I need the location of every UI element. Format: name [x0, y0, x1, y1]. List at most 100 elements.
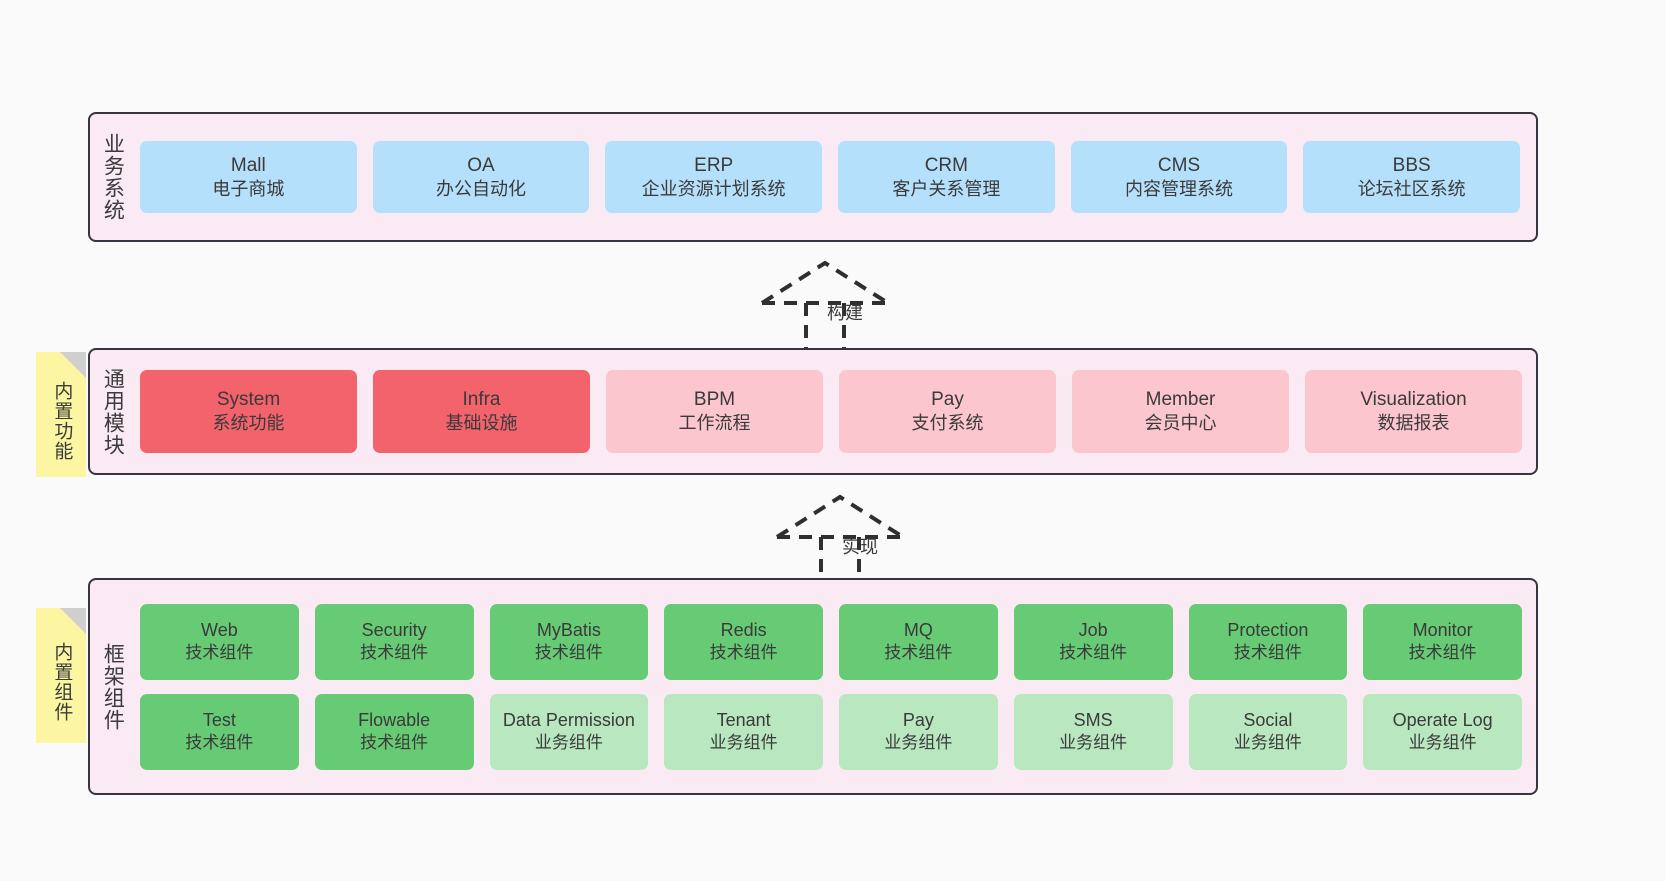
card-subtitle: 技术组件 — [534, 643, 603, 663]
card-tenant[interactable]: Tenant 业务组件 — [664, 693, 823, 770]
card-subtitle: 系统功能 — [212, 413, 285, 434]
card-subtitle: 技术组件 — [1408, 643, 1477, 663]
card-mq[interactable]: MQ 技术组件 — [839, 603, 998, 680]
card-pay-module[interactable]: Pay 支付系统 — [839, 370, 1056, 453]
card-title: Data Permission — [502, 710, 635, 731]
card-title: CMS — [1157, 154, 1201, 176]
card-member[interactable]: Member 会员中心 — [1072, 370, 1289, 453]
card-subtitle: 业务组件 — [1059, 733, 1128, 753]
layer-common-module: 通用模块 System 系统功能 Infra 基础设施 BPM 工作流程 Pay… — [88, 348, 1538, 475]
card-subtitle: 业务组件 — [534, 733, 603, 753]
card-subtitle: 技术组件 — [1059, 643, 1128, 663]
sticky-note-builtin-function: 内置功能 — [36, 352, 86, 477]
layer-title-framework: 框架组件 — [101, 642, 125, 731]
card-row: Web 技术组件 Security 技术组件 MyBatis 技术组件 Redi… — [140, 603, 1522, 680]
card-title: Infra — [462, 389, 501, 411]
card-subtitle: 业务组件 — [1408, 733, 1477, 753]
card-web[interactable]: Web 技术组件 — [140, 603, 299, 680]
card-title: Flowable — [358, 710, 431, 731]
card-title: SMS — [1073, 710, 1113, 731]
card-title: Redis — [720, 620, 767, 641]
card-title: Visualization — [1360, 389, 1467, 411]
card-protection[interactable]: Protection 技术组件 — [1188, 603, 1348, 680]
card-subtitle: 业务组件 — [884, 733, 953, 753]
card-title: Monitor — [1412, 620, 1473, 641]
card-sms[interactable]: SMS 业务组件 — [1013, 693, 1173, 770]
arrow-label-implement: 实现 — [842, 537, 878, 557]
card-security[interactable]: Security 技术组件 — [314, 603, 474, 680]
card-title: Social — [1243, 710, 1293, 731]
card-subtitle: 技术组件 — [185, 643, 254, 663]
layer-title-common: 通用模块 — [101, 367, 125, 456]
card-subtitle: 企业资源计划系统 — [641, 178, 786, 199]
card-title: Mall — [230, 154, 266, 176]
card-title: BBS — [1392, 154, 1431, 176]
card-title: CRM — [924, 154, 968, 176]
card-subtitle: 技术组件 — [185, 733, 254, 753]
card-title: Test — [202, 710, 236, 731]
card-mybatis[interactable]: MyBatis 技术组件 — [489, 603, 649, 680]
card-data-permission[interactable]: Data Permission 业务组件 — [489, 693, 649, 770]
card-mall[interactable]: Mall 电子商城 — [140, 141, 357, 213]
card-title: Operate Log — [1392, 710, 1493, 731]
card-subtitle: 客户关系管理 — [892, 178, 1001, 199]
card-test[interactable]: Test 技术组件 — [140, 693, 299, 770]
card-subtitle: 支付系统 — [911, 413, 984, 434]
card-subtitle: 办公自动化 — [436, 178, 526, 199]
card-pay-component[interactable]: Pay 业务组件 — [839, 693, 998, 770]
card-title: Job — [1078, 620, 1108, 641]
card-job[interactable]: Job 技术组件 — [1013, 603, 1173, 680]
card-subtitle: 论坛社区系统 — [1357, 178, 1466, 199]
card-title: Tenant — [716, 710, 771, 731]
layer-body-business: Mall 电子商城 OA 办公自动化 ERP 企业资源计划系统 CRM 客户关系… — [134, 114, 1536, 240]
layer-body-framework: Web 技术组件 Security 技术组件 MyBatis 技术组件 Redi… — [134, 580, 1536, 793]
card-cms[interactable]: CMS 内容管理系统 — [1070, 141, 1288, 213]
card-title: MyBatis — [536, 620, 601, 641]
card-title: BPM — [693, 389, 736, 411]
card-title: Pay — [931, 389, 964, 411]
card-title: Protection — [1227, 620, 1309, 641]
card-subtitle: 技术组件 — [360, 643, 429, 663]
card-operate-log[interactable]: Operate Log 业务组件 — [1363, 693, 1522, 770]
card-infra[interactable]: Infra 基础设施 — [373, 370, 590, 453]
card-row: System 系统功能 Infra 基础设施 BPM 工作流程 Pay 支付系统… — [140, 370, 1522, 453]
card-title: Security — [361, 620, 427, 641]
arrow-build: 构建 — [745, 253, 945, 363]
card-subtitle: 技术组件 — [709, 643, 778, 663]
card-crm[interactable]: CRM 客户关系管理 — [838, 141, 1055, 213]
card-subtitle: 业务组件 — [709, 733, 778, 753]
sticky-note-label: 内置功能 — [51, 380, 73, 461]
card-social[interactable]: Social 业务组件 — [1188, 693, 1348, 770]
card-subtitle: 会员中心 — [1144, 413, 1217, 434]
card-flowable[interactable]: Flowable 技术组件 — [314, 693, 474, 770]
card-row: Test 技术组件 Flowable 技术组件 Data Permission … — [140, 693, 1522, 770]
card-title: Member — [1145, 389, 1216, 411]
card-redis[interactable]: Redis 技术组件 — [664, 603, 823, 680]
layer-framework-component: 框架组件 Web 技术组件 Security 技术组件 MyBatis 技术组件… — [88, 578, 1538, 795]
card-title: ERP — [694, 154, 734, 176]
arrow-label-build: 构建 — [827, 303, 863, 323]
card-system[interactable]: System 系统功能 — [140, 370, 357, 453]
card-erp[interactable]: ERP 企业资源计划系统 — [605, 141, 823, 213]
card-visualization[interactable]: Visualization 数据报表 — [1305, 370, 1522, 453]
card-row: Mall 电子商城 OA 办公自动化 ERP 企业资源计划系统 CRM 客户关系… — [140, 141, 1521, 213]
card-subtitle: 电子商城 — [212, 178, 285, 199]
card-title: MQ — [903, 620, 933, 641]
card-monitor[interactable]: Monitor 技术组件 — [1363, 603, 1522, 680]
card-bbs[interactable]: BBS 论坛社区系统 — [1303, 141, 1521, 213]
layer-business-system: 业务系统 Mall 电子商城 OA 办公自动化 ERP 企业资源计划系统 CRM… — [88, 112, 1538, 242]
card-title: System — [216, 389, 281, 411]
sticky-note-label: 内置组件 — [51, 641, 73, 722]
card-oa[interactable]: OA 办公自动化 — [372, 141, 590, 213]
card-bpm[interactable]: BPM 工作流程 — [606, 370, 823, 453]
card-subtitle: 数据报表 — [1377, 413, 1450, 434]
card-subtitle: 业务组件 — [1233, 733, 1302, 753]
sticky-note-builtin-component: 内置组件 — [36, 608, 86, 743]
layer-body-common: System 系统功能 Infra 基础设施 BPM 工作流程 Pay 支付系统… — [134, 350, 1536, 473]
card-title: Web — [201, 620, 238, 641]
card-title: Pay — [902, 710, 934, 731]
card-subtitle: 技术组件 — [360, 733, 429, 753]
card-subtitle: 基础设施 — [445, 413, 518, 434]
card-subtitle: 内容管理系统 — [1125, 178, 1234, 199]
